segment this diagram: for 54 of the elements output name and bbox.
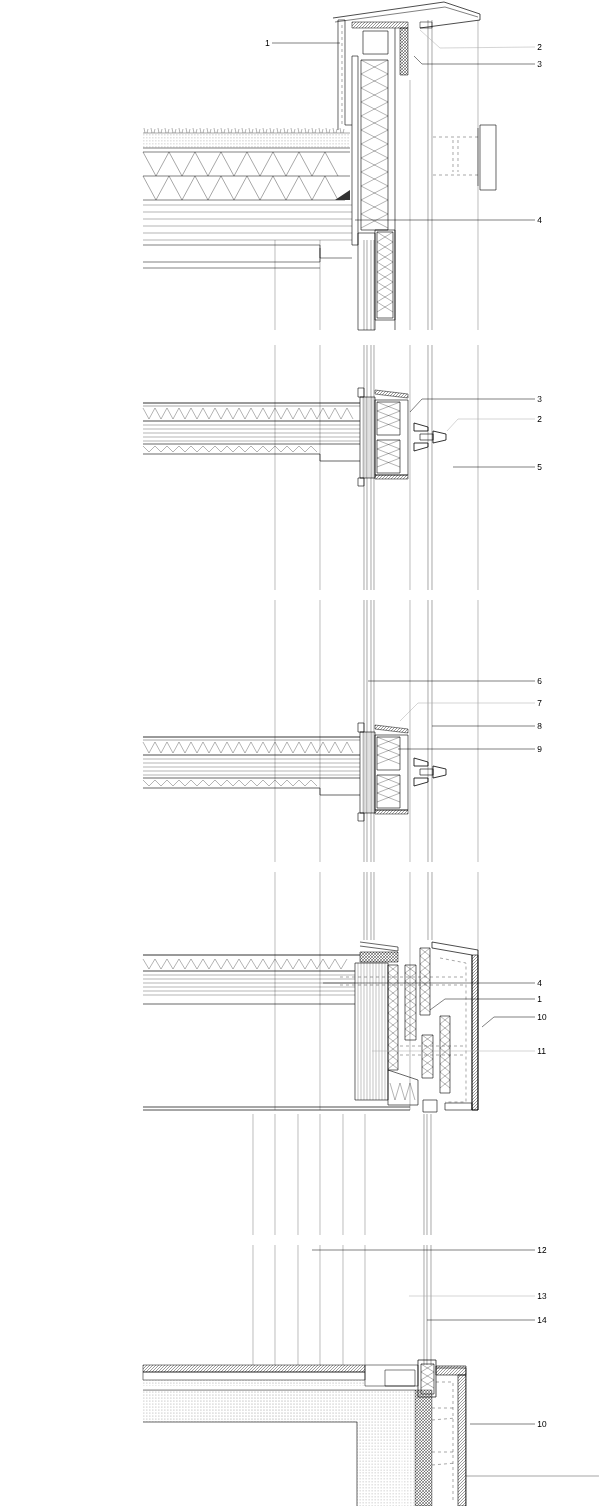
leader-line [397, 748, 536, 750]
leader-line [322, 982, 536, 984]
callout-number: 2 [537, 44, 542, 50]
floor-edge-drawing [374, 389, 409, 399]
leader-line [354, 219, 536, 221]
callout-number: 1 [265, 40, 270, 46]
callout-number: 5 [537, 464, 542, 470]
plinth-drawing [142, 1364, 366, 1381]
callout-number: 7 [537, 700, 542, 706]
leader-line [399, 702, 536, 722]
leader-line [271, 42, 341, 44]
roof-parapet-drawing [357, 21, 497, 331]
callout-number: 4 [537, 217, 542, 223]
leader-line [446, 418, 536, 432]
leader-line [431, 725, 536, 727]
floor-edge-drawing [374, 724, 409, 734]
leader-line [367, 680, 536, 682]
floor-edge-drawing [357, 387, 447, 487]
plinth-drawing [142, 1389, 416, 1506]
plinth-drawing [414, 1359, 467, 1506]
cantilever-drawing [142, 871, 479, 1111]
callout-number: 3 [537, 61, 542, 67]
leader-line [429, 998, 536, 1011]
callout-number: 8 [537, 723, 542, 729]
leader-line [481, 1016, 536, 1028]
floor-edge-drawing [142, 599, 479, 863]
callout-number: 11 [537, 1048, 546, 1054]
plinth-drawing [457, 1374, 467, 1506]
plinth-drawing [364, 1364, 419, 1387]
plinth-drawing [431, 1365, 467, 1501]
callout-number: 14 [537, 1317, 547, 1323]
callout-number: 10 [537, 1421, 547, 1427]
callout-number: 12 [537, 1247, 547, 1253]
leader-line [469, 1423, 536, 1425]
callout-number: 2 [537, 416, 542, 422]
leader-line [419, 29, 536, 49]
leader-line [426, 1319, 536, 1321]
leader-line [452, 466, 536, 468]
callout-number: 13 [537, 1293, 547, 1299]
roof-parapet-drawing [332, 1, 481, 331]
roof-parapet-drawing [351, 21, 409, 29]
leader-line [409, 398, 536, 413]
callout-number: 10 [537, 1014, 547, 1020]
callout-number: 9 [537, 746, 542, 752]
callout-number: 6 [537, 678, 542, 684]
cantilever-drawing [339, 954, 479, 1113]
callout-number: 1 [537, 996, 542, 1002]
leader-line [311, 1249, 536, 1251]
floor-edge-drawing [142, 344, 479, 591]
floor-edge-drawing [357, 722, 447, 822]
callout-number: 4 [537, 980, 542, 986]
plinth-drawing [252, 1113, 432, 1366]
leader-line [413, 55, 536, 65]
callout-number: 3 [537, 396, 542, 402]
